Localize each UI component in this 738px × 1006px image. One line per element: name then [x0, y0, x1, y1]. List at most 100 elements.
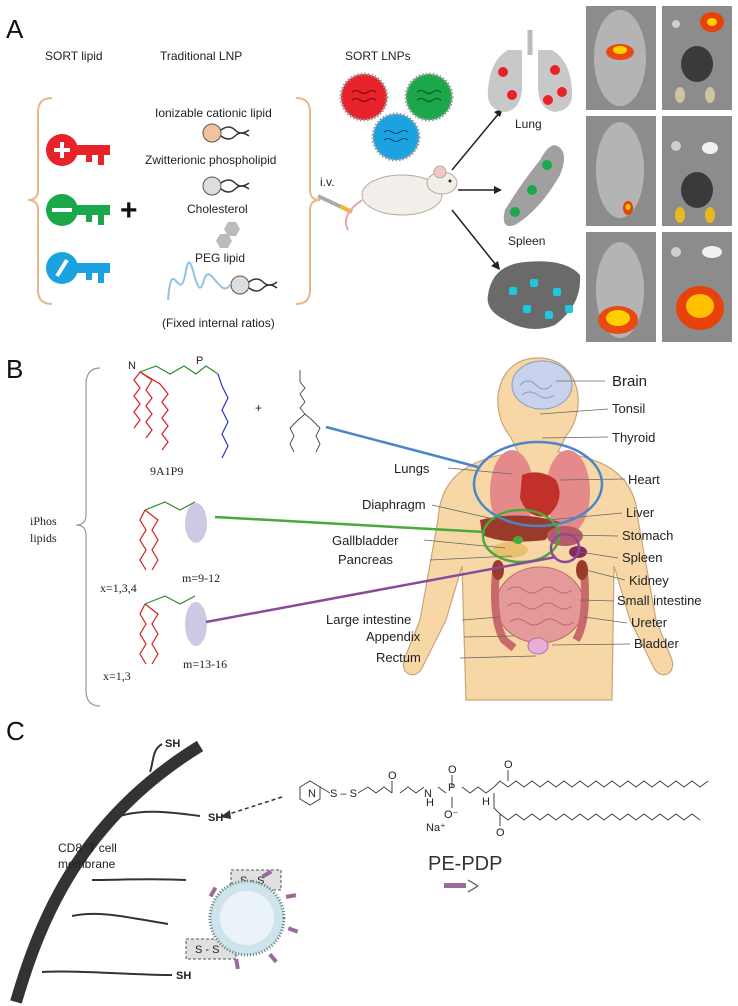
- ex-vivo-image-spleen: [662, 116, 732, 226]
- sh-label-1: SH: [165, 738, 180, 750]
- sort-lnps-label: SORT LNPs: [345, 49, 411, 63]
- chem-phosphate-ominus: O⁻: [444, 809, 459, 821]
- organ-label-ureter: Ureter: [631, 615, 668, 630]
- iphos-label-line2: lipids: [30, 531, 57, 545]
- ionizable-label: Ionizable cationic lipid: [155, 106, 272, 120]
- in-vivo-image-lung: [586, 6, 656, 110]
- left-brace: [27, 97, 53, 305]
- sh-linker-1: [149, 743, 163, 773]
- membrane-label-line1: CD8⁺T cell: [58, 841, 117, 855]
- 9a1p9-structure: [133, 365, 229, 459]
- panel-b: B iPhos lipids N P + 9A1P9 m=9: [6, 354, 702, 707]
- green-key-icon: [46, 194, 110, 226]
- organ-label-pancreas: Pancreas: [338, 552, 393, 567]
- in-vivo-image-liver: [586, 232, 656, 342]
- organ-label-appendix: Appendix: [366, 629, 421, 644]
- organ-label-diaphragm: Diaphragm: [362, 497, 426, 512]
- panel-c: C SH SH SH S - S S - S CD8⁺T cell membra…: [6, 716, 709, 1004]
- ss-linker-1: [91, 878, 187, 881]
- chem-backbone-h: H: [482, 796, 490, 808]
- zwitterionic-label: Zwitterionic phospholipid: [145, 153, 276, 167]
- sh-linker-4: [41, 970, 173, 976]
- sh-label-3: SH: [176, 970, 191, 982]
- panel-b-letter: B: [6, 354, 23, 384]
- blue-key-icon: [46, 252, 110, 284]
- lung-connector-line: [325, 425, 479, 469]
- chem-amide-h: H: [426, 797, 434, 809]
- peg-lipid-icon: [167, 261, 278, 301]
- ex-vivo-image-lung: [662, 6, 732, 110]
- human-body-illustration: [402, 357, 674, 701]
- reaction-arrowhead: [220, 810, 231, 819]
- chem-carbonyl-o: O: [388, 770, 397, 782]
- pe-pdp-label: PE-PDP: [428, 853, 502, 875]
- liver-icon: [487, 261, 581, 329]
- organ-label-large-intestine: Large intestine: [326, 612, 411, 627]
- 9a1p9-nitrogen: N: [128, 360, 136, 372]
- lnp-sphere: [208, 869, 299, 970]
- red-key-icon: [46, 134, 110, 166]
- organ-label-heart: Heart: [628, 472, 660, 487]
- sh-linker-3: [71, 912, 169, 925]
- chem-ester-o-2: O: [496, 827, 505, 839]
- fixed-ratios-label: (Fixed internal ratios): [162, 316, 275, 330]
- organ-label-tonsil: Tonsil: [612, 401, 645, 416]
- liver-connector-line: [214, 515, 486, 534]
- iphos-1-m-range: m=9-12: [182, 571, 220, 585]
- panel-a-letter: A: [6, 14, 24, 44]
- panel-a: A SORT lipid Traditional LNP SORT LNPs: [6, 6, 732, 344]
- spleen-label: Spleen: [508, 234, 545, 248]
- iphos-label-line1: iPhos: [30, 514, 57, 528]
- chem-phosphate-o: O: [448, 764, 457, 776]
- organ-label-small-intestine: Small intestine: [617, 593, 702, 608]
- organ-label-kidney: Kidney: [629, 573, 669, 588]
- arrow-to-spleen: [458, 186, 502, 194]
- right-brace: [295, 97, 321, 305]
- lung-icon: [487, 30, 573, 112]
- 9a1p9-phosphorus: P: [196, 355, 203, 367]
- cholesterol-label: Cholesterol: [187, 202, 248, 216]
- peg-label: PEG lipid: [195, 251, 245, 265]
- chem-amide-n: N: [424, 788, 432, 800]
- organ-label-rectum: Rectum: [376, 650, 421, 665]
- blue-lnp-particle: [371, 112, 421, 162]
- iphos-1-x-range: x=1,3,4: [100, 581, 137, 595]
- pyridine-nitrogen: N: [308, 788, 316, 800]
- traditional-lnp-label: Traditional LNP: [160, 49, 242, 63]
- iphos-structure-1: [139, 501, 196, 571]
- organ-label-thyroid: Thyroid: [612, 430, 655, 445]
- sh-linker-2: [113, 810, 201, 819]
- cell-membrane-arc: [10, 740, 204, 1004]
- lung-target-ellipse: [472, 440, 604, 528]
- spleen-connector-line: [205, 555, 557, 624]
- organ-label-brain: Brain: [612, 373, 647, 390]
- chem-disulfide: S – S: [330, 788, 357, 800]
- reaction-arrow: [225, 796, 283, 816]
- ionizable-lipid-icon: [202, 123, 250, 143]
- organ-label-gallbladder: Gallbladder: [332, 533, 399, 548]
- iphos-2-tail-highlight: [185, 602, 207, 646]
- organ-label-liver: Liver: [626, 505, 655, 520]
- iphos-2-m-range: m=13-16: [183, 657, 227, 671]
- arrow-to-liver: [451, 209, 500, 270]
- iphos-structure-2: [139, 595, 196, 665]
- spleen-icon: [503, 145, 564, 226]
- in-vivo-image-spleen: [586, 116, 656, 226]
- pe-pdp-legend-icon: [444, 879, 479, 893]
- organ-label-stomach: Stomach: [622, 528, 673, 543]
- zwitterionic-lipid-icon: [202, 176, 250, 196]
- green-lnp-particle: [404, 72, 454, 122]
- iphos-brace: [75, 367, 101, 707]
- sh-label-2: SH: [208, 812, 223, 824]
- panel-c-letter: C: [6, 716, 25, 746]
- ss-bond-label-2: S - S: [195, 944, 219, 956]
- helper-lipid-structure: [289, 370, 321, 453]
- ex-vivo-image-liver: [662, 232, 732, 342]
- lung-label: Lung: [515, 117, 542, 131]
- organ-label-lungs: Lungs: [394, 461, 430, 476]
- organ-leader-lines: [423, 380, 631, 659]
- mouse-icon: [344, 165, 458, 231]
- organ-label-bladder: Bladder: [634, 636, 679, 651]
- plus-sign: +: [120, 194, 138, 227]
